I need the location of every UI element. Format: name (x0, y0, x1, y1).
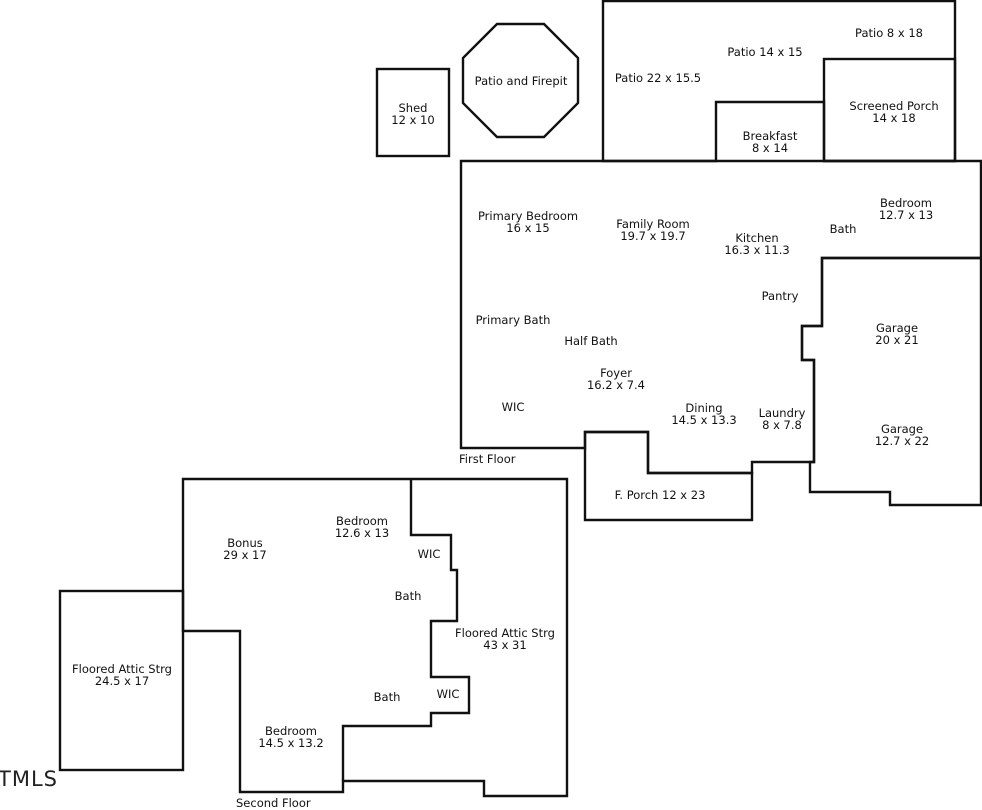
room-name: Kitchen (735, 231, 779, 245)
room-laundry: Laundry 8 x 7.8 (759, 407, 806, 431)
room-name: Family Room (616, 217, 690, 231)
room-pantry: Pantry (762, 290, 799, 302)
room-size: 16.2 x 7.4 (586, 378, 646, 392)
room-wic: WIC (502, 401, 525, 413)
floor-label: Second Floor (236, 796, 311, 810)
room-size: 12.7 x 22 (874, 434, 930, 448)
room-attic-24: Floored Attic Strg 24.5 x 17 (72, 663, 172, 687)
room-size: 16.3 x 11.3 (724, 243, 790, 257)
second-floor-caption: Second Floor (236, 797, 311, 809)
room-size: 12 x 10 (391, 113, 435, 127)
room-attic-43: Floored Attic Strg 43 x 31 (455, 627, 555, 651)
room-patio-22: Patio 22 x 15.5 (615, 72, 701, 84)
room-size: 20 x 21 (875, 333, 919, 347)
room-name: Bedroom (335, 514, 389, 528)
room-size: 8 x 7.8 (762, 418, 802, 432)
room-size: 24.5 x 17 (94, 674, 150, 688)
room-name: Pantry (761, 289, 799, 303)
room-name: Patio 8 x 18 (855, 26, 923, 40)
room-name: F. Porch 12 x 23 (614, 488, 706, 502)
room-name: Bath (829, 222, 857, 236)
room-size: 43 x 31 (483, 638, 527, 652)
room-shed: Shed 12 x 10 (391, 102, 434, 126)
room-name: Garage (875, 321, 919, 335)
watermark-logo: TMLS (0, 767, 58, 791)
room-name: Bonus (227, 536, 263, 550)
room-family-room: Family Room 19.7 x 19.7 (616, 218, 689, 242)
room-name: Half Bath (564, 334, 618, 348)
front-porch-outline (583, 430, 754, 522)
room-name: Garage (880, 422, 924, 436)
room-bath-a: Bath (395, 590, 422, 602)
room-bath: Bath (830, 223, 857, 235)
shed-outline (375, 67, 451, 158)
room-name: Floored Attic Strg (455, 626, 555, 640)
room-foyer: Foyer 16.2 x 7.4 (587, 367, 645, 391)
room-garage-1: Garage 20 x 21 (875, 322, 918, 346)
room-name: Shed (398, 101, 428, 115)
room-breakfast: Breakfast 8 x 14 (743, 130, 798, 154)
garage-outline (800, 256, 982, 507)
room-wic-b: WIC (437, 688, 460, 700)
room-wic-a: WIC (418, 548, 441, 560)
room-name: Patio 14 x 15 (727, 45, 803, 59)
room-size: 14.5 x 13.2 (258, 736, 324, 750)
room-size: 16 x 15 (506, 221, 550, 235)
room-patio-firepit: Patio and Firepit (475, 75, 568, 87)
room-name: Bedroom (264, 724, 318, 738)
room-bonus: Bonus 29 x 17 (223, 537, 266, 561)
room-name: Patio 22 x 15.5 (614, 71, 702, 85)
floor-label: First Floor (459, 452, 516, 466)
room-primary-bath: Primary Bath (476, 314, 551, 326)
room-name: Laundry (758, 406, 806, 420)
room-name: WIC (501, 400, 525, 414)
room-garage-2: Garage 12.7 x 22 (875, 423, 929, 447)
room-bedroom-a: Bedroom 12.6 x 13 (335, 515, 389, 539)
room-size: 19.7 x 19.7 (620, 229, 686, 243)
room-name: Dining (685, 401, 723, 415)
room-front-porch: F. Porch 12 x 23 (615, 489, 706, 501)
room-size: 14 x 18 (872, 111, 916, 125)
attic-24-outline (58, 589, 185, 772)
room-name: WIC (436, 687, 460, 701)
room-kitchen: Kitchen 16.3 x 11.3 (724, 232, 789, 256)
room-bath-b: Bath (374, 691, 401, 703)
room-bedroom: Bedroom 12.7 x 13 (879, 197, 933, 221)
room-name: Primary Bath (475, 313, 551, 327)
room-screened-porch: Screened Porch 14 x 18 (849, 100, 938, 124)
room-patio-8: Patio 8 x 18 (855, 27, 923, 39)
room-name: Primary Bedroom (477, 209, 579, 223)
room-name: Breakfast (742, 129, 798, 143)
room-name: Bath (394, 589, 422, 603)
room-name: Bath (373, 690, 401, 704)
interior-wall-stepped (341, 479, 471, 781)
room-patio-14: Patio 14 x 15 (727, 46, 802, 58)
room-bedroom-b: Bedroom 14.5 x 13.2 (258, 725, 323, 749)
patio-firepit-outline (461, 22, 580, 139)
room-size: 29 x 17 (223, 548, 267, 562)
room-size: 12.7 x 13 (878, 208, 934, 222)
room-name: WIC (417, 547, 441, 561)
room-dining: Dining 14.5 x 13.3 (671, 402, 736, 426)
room-half-bath: Half Bath (564, 335, 617, 347)
room-size: 14.5 x 13.3 (671, 413, 737, 427)
first-floor-caption: First Floor (459, 453, 515, 465)
room-size: 8 x 14 (751, 141, 789, 155)
room-primary-bedroom: Primary Bedroom 16 x 15 (478, 210, 578, 234)
room-name: Patio and Firepit (474, 74, 568, 88)
room-size: 12.6 x 13 (334, 526, 390, 540)
room-name: Screened Porch (849, 99, 939, 113)
room-name: Bedroom (879, 196, 933, 210)
room-name: Foyer (600, 366, 632, 380)
room-name: Floored Attic Strg (72, 662, 172, 676)
